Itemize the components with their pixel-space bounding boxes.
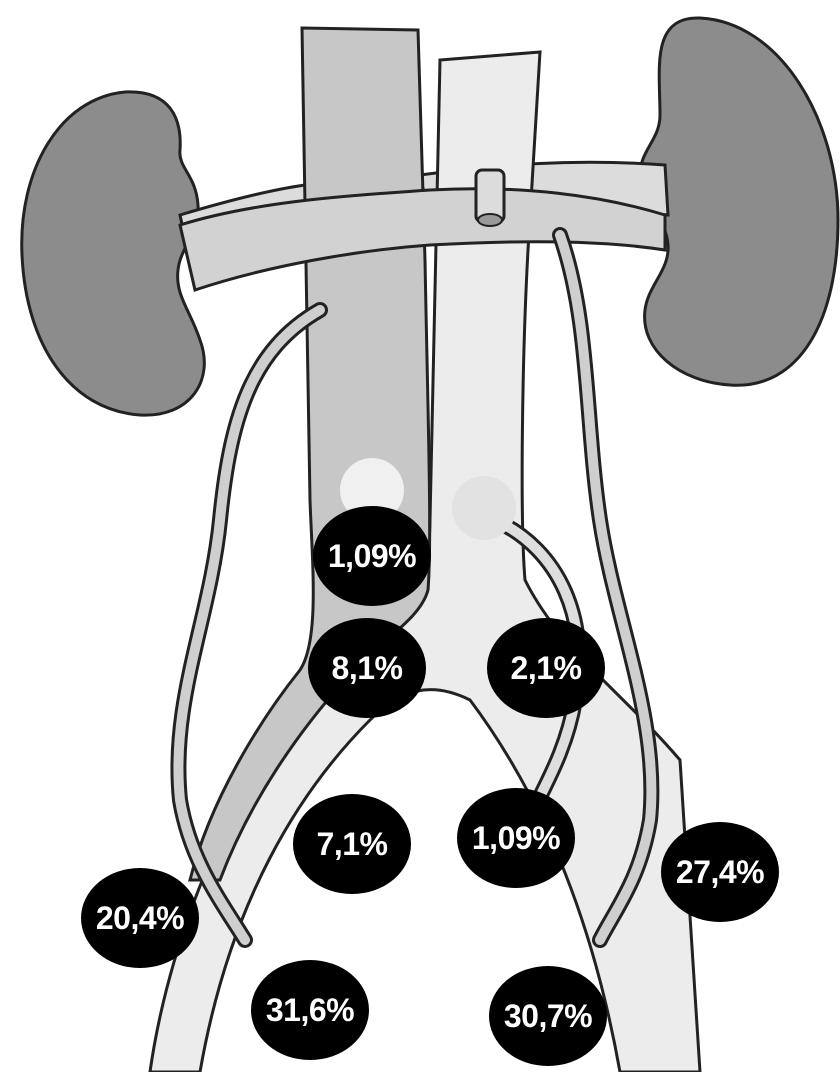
vessel-stub-opening — [478, 214, 502, 226]
left-kidney — [22, 92, 205, 415]
percentage-badge: 27,4% — [661, 822, 779, 922]
percentage-badge: 8,1% — [308, 618, 426, 718]
percentage-badge: 30,7% — [489, 966, 607, 1066]
percentage-badge: 20,4% — [81, 868, 199, 968]
percentage-badge: 7,1% — [293, 794, 411, 894]
bifurcation-marker-right — [452, 476, 516, 540]
percentage-badge: 2,1% — [487, 618, 605, 718]
percentage-badge: 31,6% — [251, 960, 369, 1060]
percentage-badge: 1,09% — [313, 506, 431, 606]
right-kidney — [640, 18, 838, 385]
percentage-badge: 1,09% — [457, 788, 575, 888]
